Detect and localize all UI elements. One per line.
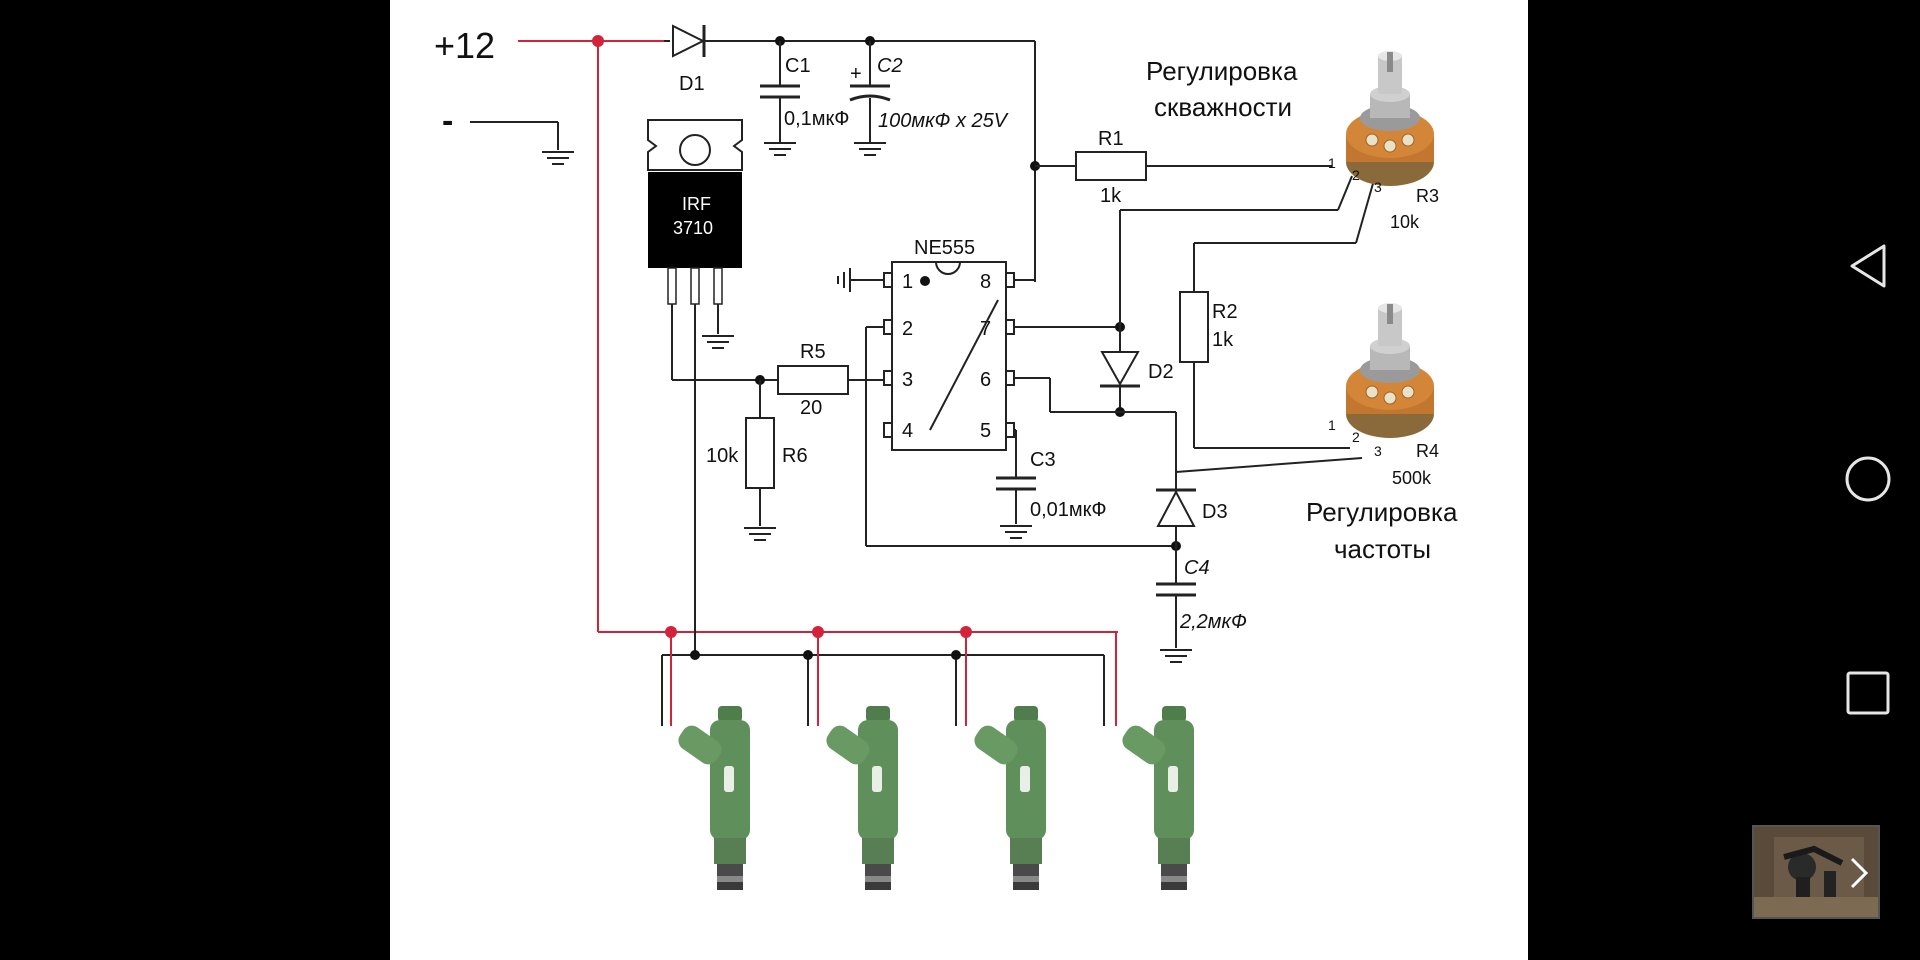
r1-label: R1: [1098, 128, 1124, 150]
pin-2: 2: [902, 318, 913, 340]
c3-label: C3: [1030, 449, 1056, 471]
minus-label: -: [442, 102, 453, 140]
potentiometer-r3: [1345, 50, 1435, 187]
c2-value: 100мкФ х 25V: [878, 110, 1009, 132]
potentiometer-r4: [1345, 302, 1435, 439]
pin-4: 4: [902, 420, 913, 442]
c3-value: 0,01мкФ: [1030, 499, 1107, 521]
r4-value: 500k: [1392, 468, 1432, 488]
recents-square-icon: [1846, 671, 1890, 715]
diode-d1: [672, 24, 706, 58]
c2-plus-sign: +: [850, 63, 862, 85]
fuel-injector-2: [822, 706, 898, 890]
junction-node: [665, 626, 677, 638]
duty-control-label-1: Регулировка: [1146, 56, 1298, 86]
d2-label: D2: [1148, 361, 1174, 383]
diode-d3: [1156, 488, 1196, 527]
duty-control-label-2: скважности: [1154, 92, 1292, 122]
r4-pin-3: 3: [1374, 443, 1382, 459]
r2-label: R2: [1212, 301, 1238, 323]
r5-label: R5: [800, 341, 826, 363]
diagram-viewer: +12 - D1 C1 0,1мкФ + C2 100мкФ х 25V IRF…: [390, 0, 1528, 960]
r4-pin-1: 1: [1328, 417, 1336, 433]
fuel-injector-3: [970, 706, 1046, 890]
r4-label: R4: [1416, 441, 1439, 461]
fuel-injector-1: [674, 706, 750, 890]
mosfet-label-2: 3710: [673, 218, 713, 238]
r5-value: 20: [800, 397, 822, 419]
fuel-injector-4: [1118, 706, 1194, 890]
resistor-r5: [777, 365, 849, 395]
back-triangle-icon: [1850, 244, 1886, 288]
r6-label: R6: [782, 445, 808, 467]
r3-value: 10k: [1390, 212, 1420, 232]
pin-8: 8: [980, 271, 991, 293]
junction-node: [951, 650, 961, 660]
back-button[interactable]: [1810, 221, 1920, 311]
chevron-right-icon: [1850, 857, 1869, 889]
r4-pin-2: 2: [1352, 429, 1360, 445]
mosfet-label-1: IRF: [682, 194, 711, 214]
r1-value: 1k: [1100, 185, 1122, 207]
pin-3: 3: [902, 369, 913, 391]
freq-control-label-2: частоты: [1334, 534, 1431, 564]
resistor-r2: [1179, 291, 1209, 363]
d1-label: D1: [679, 73, 705, 95]
pin-1: 1: [902, 271, 913, 293]
video-thumbnail[interactable]: [1752, 825, 1880, 919]
r3-pin-2: 2: [1352, 167, 1360, 183]
c4-label: C4: [1184, 557, 1210, 579]
r3-pin-1: 1: [1328, 155, 1336, 171]
junction-node: [960, 626, 972, 638]
injector-wiring: [661, 632, 1117, 726]
schematic-diagram: +12 - D1 C1 0,1мкФ + C2 100мкФ х 25V IRF…: [434, 24, 1458, 890]
junction-node: [812, 626, 824, 638]
c1-value: 0,1мкФ: [784, 108, 850, 130]
ic-ne555: [891, 261, 1007, 451]
home-button[interactable]: [1810, 434, 1920, 524]
pin-5: 5: [980, 420, 991, 442]
pin-7: 7: [980, 318, 991, 340]
diode-d2: [1100, 351, 1140, 388]
junction-node: [803, 650, 813, 660]
pin-6: 6: [980, 369, 991, 391]
r6-value: 10k: [706, 445, 739, 467]
d3-label: D3: [1202, 501, 1228, 523]
ic-label: NE555: [914, 237, 975, 259]
recents-button[interactable]: [1810, 648, 1920, 738]
junction-node: [690, 650, 700, 660]
android-navbar: [1810, 0, 1920, 960]
c1-label: C1: [785, 55, 811, 77]
r3-pin-3: 3: [1374, 179, 1382, 195]
resistor-r6: [745, 417, 775, 489]
c4-value: 2,2мкФ: [1179, 611, 1247, 633]
home-circle-icon: [1845, 456, 1891, 502]
resistor-r1: [1075, 151, 1147, 181]
mosfet-irf3710: [647, 119, 743, 305]
r3-label: R3: [1416, 186, 1439, 206]
junction-node: [592, 35, 604, 47]
ic-pins: [883, 272, 1015, 438]
c2-label: C2: [877, 55, 903, 77]
plus12-label: +12: [434, 25, 495, 66]
r2-value: 1k: [1212, 329, 1234, 351]
thumbnail-image: [1754, 827, 1878, 917]
ground-symbol: [541, 151, 575, 165]
freq-control-label-1: Регулировка: [1306, 497, 1458, 527]
